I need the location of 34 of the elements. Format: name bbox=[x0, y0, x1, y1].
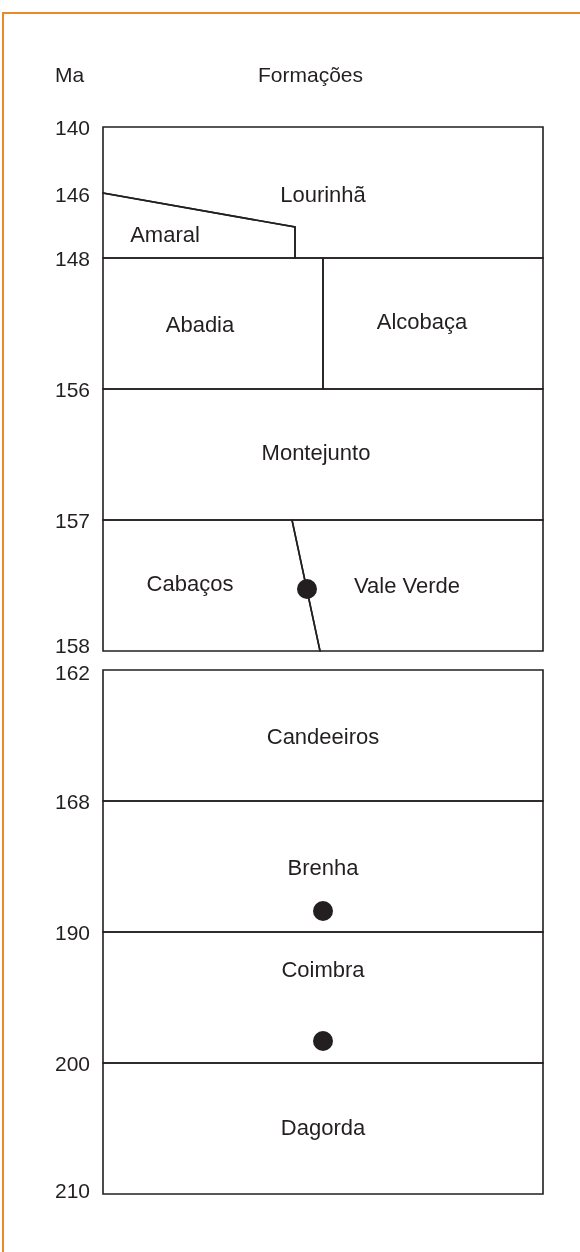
age-label: 157 bbox=[55, 509, 91, 533]
formation-name: Cabaços bbox=[146, 571, 234, 597]
formation-area bbox=[103, 801, 543, 932]
age-label: 158 bbox=[55, 634, 91, 658]
formation-name: Lourinhã bbox=[280, 182, 366, 208]
age-label: 190 bbox=[55, 921, 91, 945]
age-label: 148 bbox=[55, 247, 91, 271]
formation-name: Brenha bbox=[287, 855, 359, 881]
age-label: 146 bbox=[55, 183, 91, 207]
formation-name: Coimbra bbox=[281, 957, 365, 983]
age-label: 200 bbox=[55, 1052, 91, 1076]
column-header: Ma bbox=[55, 63, 85, 87]
age-label: 210 bbox=[55, 1179, 91, 1203]
formation-area bbox=[103, 670, 543, 801]
age-label: 140 bbox=[55, 116, 91, 140]
formation-area bbox=[103, 389, 543, 520]
formation-area bbox=[103, 127, 543, 258]
formation-area bbox=[323, 258, 543, 389]
formation-name: Candeeiros bbox=[266, 724, 380, 750]
formation-area bbox=[103, 520, 320, 651]
formation-area bbox=[103, 258, 323, 389]
formation-name: Vale Verde bbox=[354, 573, 460, 599]
formation-area bbox=[103, 1063, 543, 1194]
age-label: 168 bbox=[55, 790, 91, 814]
formation-area bbox=[103, 932, 543, 1063]
formation-name: Alcobaça bbox=[376, 309, 468, 335]
formation-name: Dagorda bbox=[280, 1115, 366, 1141]
formation-name: Abadia bbox=[165, 312, 235, 338]
age-label: 162 bbox=[55, 661, 91, 685]
formation-name: Amaral bbox=[130, 222, 200, 248]
age-label: 156 bbox=[55, 378, 91, 402]
column-header: Formações bbox=[258, 63, 364, 87]
formation-name: Montejunto bbox=[261, 440, 371, 466]
formation-area bbox=[292, 520, 543, 651]
